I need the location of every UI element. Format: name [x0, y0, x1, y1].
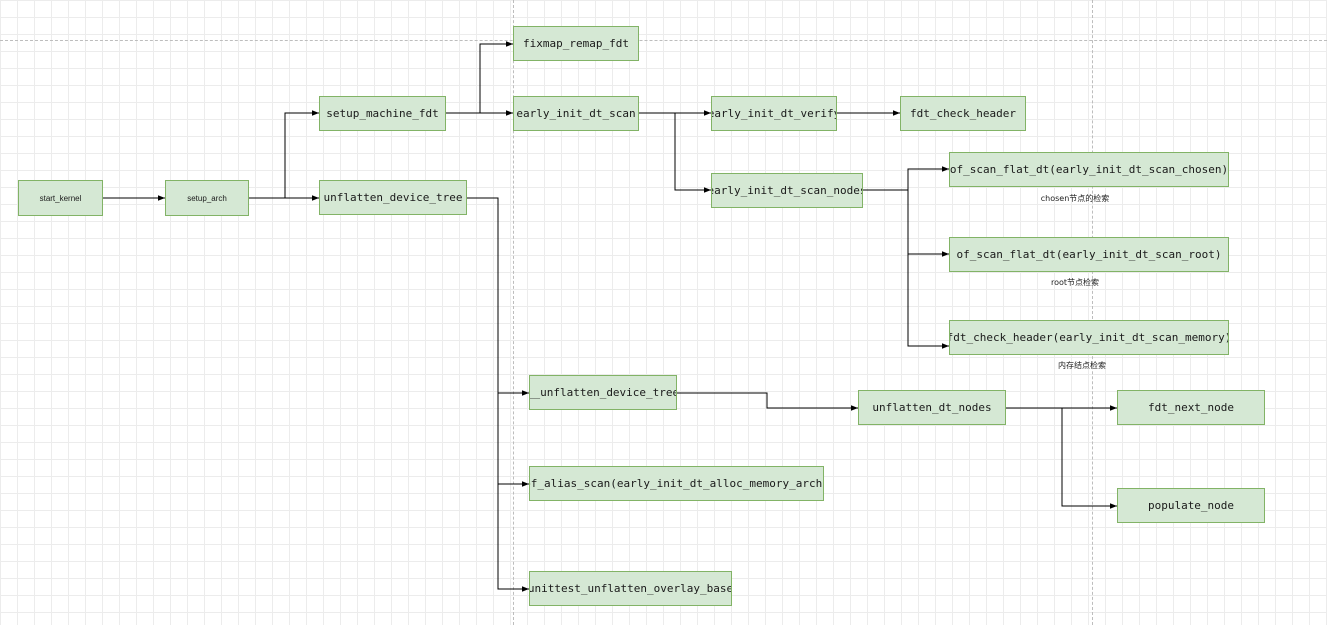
node-early-init-dt-scan[interactable]: early_init_dt_scan [513, 96, 639, 131]
note-root: root节点检索 [1050, 278, 1100, 287]
edge-unflatten-alias-scan [497, 393, 529, 487]
edge-scan-scan-nodes [639, 112, 711, 193]
edge-scan-nodes-memory [863, 189, 949, 349]
edge-unflatten-unittest [497, 484, 529, 592]
note-chosen: chosen节点的检索 [1040, 194, 1110, 203]
edge-unflatten-underscore [467, 197, 529, 396]
page-guide-vertical-2 [1092, 0, 1093, 625]
node-unflatten-device-tree[interactable]: unflatten_device_tree [319, 180, 467, 215]
node-scan-chosen[interactable]: of_scan_flat_dt(early_init_dt_scan_chose… [949, 152, 1229, 187]
node-unflatten-dt-nodes[interactable]: unflatten_dt_nodes [858, 390, 1006, 425]
node-early-init-dt-verify[interactable]: early_init_dt_verify [711, 96, 837, 131]
edge-scan-nodes-root [863, 189, 949, 257]
node-fdt-next-node[interactable]: fdt_next_node [1117, 390, 1265, 425]
node-fixmap-remap-fdt[interactable]: fixmap_remap_fdt [513, 26, 639, 61]
page-guide-vertical-1 [513, 0, 514, 625]
node-start-kernel[interactable]: start_kernel [18, 180, 103, 216]
node-populate-node[interactable]: populate_node [1117, 488, 1265, 523]
node-of-alias-scan[interactable]: of_alias_scan(early_init_dt_alloc_memory… [529, 466, 824, 501]
edge-setup-machine-fdt-fixmap [446, 41, 513, 114]
edge-dt-nodes-populate [1006, 407, 1117, 509]
edge-underscore-dt-nodes [677, 392, 858, 411]
node-underscore-unflatten-device-tree[interactable]: __unflatten_device_tree [529, 375, 677, 410]
node-unittest-unflatten-overlay-base[interactable]: unittest_unflatten_overlay_base [529, 571, 732, 606]
node-scan-root[interactable]: of_scan_flat_dt(early_init_dt_scan_root) [949, 237, 1229, 272]
edge-scan-nodes-chosen [863, 166, 949, 191]
edge-setup-arch-setup-machine-fdt [249, 110, 319, 199]
node-scan-memory[interactable]: fdt_check_header(early_init_dt_scan_memo… [949, 320, 1229, 355]
node-fdt-check-header[interactable]: fdt_check_header [900, 96, 1026, 131]
node-setup-arch[interactable]: setup_arch [165, 180, 249, 216]
page-guide-horizontal [0, 40, 1327, 41]
node-early-init-dt-scan-nodes[interactable]: early_init_dt_scan_nodes [711, 173, 863, 208]
note-memory: 内存结点检索 [1058, 361, 1106, 370]
node-setup-machine-fdt[interactable]: setup_machine_fdt [319, 96, 446, 131]
